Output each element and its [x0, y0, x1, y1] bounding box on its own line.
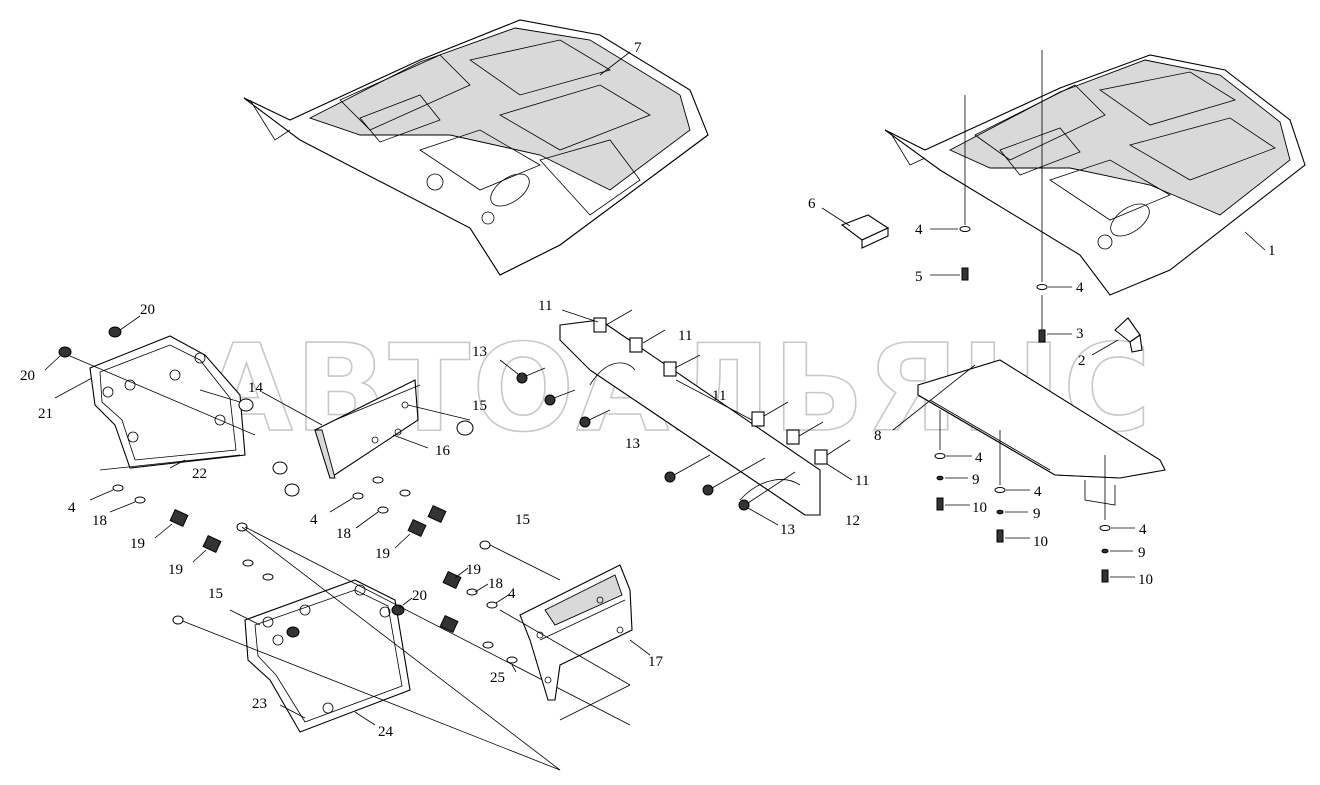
label-3: 3	[1076, 326, 1084, 342]
label-4: 4	[310, 512, 318, 528]
floor-panel-7	[243, 19, 709, 276]
label-16: 16	[435, 443, 451, 459]
label-24: 24	[378, 724, 394, 740]
rivet-15-right	[479, 540, 491, 550]
label-4: 4	[1139, 522, 1147, 538]
rivet-15-middle	[456, 420, 474, 436]
label-12: 12	[845, 513, 860, 529]
plate-17	[519, 564, 633, 701]
panel-8	[892, 359, 1166, 520]
label-1: 1	[1268, 243, 1276, 259]
label-15: 15	[472, 398, 487, 414]
label-13: 13	[472, 344, 487, 360]
label-25: 25	[490, 670, 505, 686]
label-20: 20	[20, 368, 35, 384]
label-18: 18	[488, 576, 503, 592]
hardware-left	[89, 484, 189, 539]
label-11: 11	[678, 328, 692, 344]
label-9: 9	[972, 472, 980, 488]
label-9: 9	[1033, 506, 1041, 522]
label-20: 20	[412, 588, 427, 604]
nut-20-lower-a	[286, 626, 300, 638]
washer-bolt-stack-right	[934, 453, 1135, 583]
label-10: 10	[972, 500, 987, 516]
label-19: 19	[168, 562, 183, 578]
floor-panel-1	[884, 54, 1306, 296]
label-10: 10	[1033, 534, 1048, 550]
label-9: 9	[1138, 545, 1146, 561]
label-6: 6	[808, 196, 816, 212]
label-2: 2	[1078, 353, 1086, 369]
label-4: 4	[68, 500, 76, 516]
label-20: 20	[140, 302, 155, 318]
clips-11	[561, 309, 853, 481]
label-21: 21	[38, 406, 53, 422]
part-labels: 1 2 3 4 4 4 4 4 4 4 4 5 6 7 8 9 9 9 10 1…	[20, 40, 1276, 740]
hardware-lower-left	[179, 522, 631, 771]
plate-16	[314, 379, 421, 479]
label-19: 19	[130, 536, 145, 552]
bracket-23	[244, 579, 411, 733]
label-13: 13	[625, 436, 640, 452]
label-17: 17	[648, 654, 664, 670]
rivet-15-lower	[172, 615, 184, 625]
label-15: 15	[208, 586, 223, 602]
label-5: 5	[915, 269, 923, 285]
screws-13	[499, 359, 796, 526]
bracket-6	[840, 214, 890, 249]
label-11: 11	[855, 473, 869, 489]
label-11: 11	[712, 388, 726, 404]
label-4: 4	[975, 450, 983, 466]
label-4: 4	[1034, 484, 1042, 500]
label-19: 19	[375, 546, 390, 562]
nut-20-lower-b	[391, 604, 405, 616]
label-10: 10	[1138, 572, 1153, 588]
label-4: 4	[915, 222, 923, 238]
rivets-15-left	[199, 389, 300, 497]
hardware-middle	[329, 476, 447, 549]
bracket-2	[1114, 317, 1143, 353]
label-23: 23	[252, 696, 267, 712]
label-4: 4	[508, 586, 516, 602]
label-19: 19	[466, 562, 481, 578]
label-18: 18	[336, 526, 351, 542]
label-15: 15	[515, 512, 530, 528]
label-14: 14	[248, 380, 264, 396]
label-11: 11	[538, 298, 552, 314]
label-22: 22	[192, 466, 207, 482]
label-18: 18	[92, 513, 107, 529]
label-7: 7	[634, 40, 642, 56]
label-4: 4	[1076, 280, 1084, 296]
bracket-21	[89, 335, 246, 469]
hardware-right	[439, 567, 518, 673]
nuts-20	[44, 315, 256, 436]
label-13: 13	[780, 522, 795, 538]
washer-bolt-stack-left	[930, 226, 1072, 343]
label-8: 8	[874, 428, 882, 444]
